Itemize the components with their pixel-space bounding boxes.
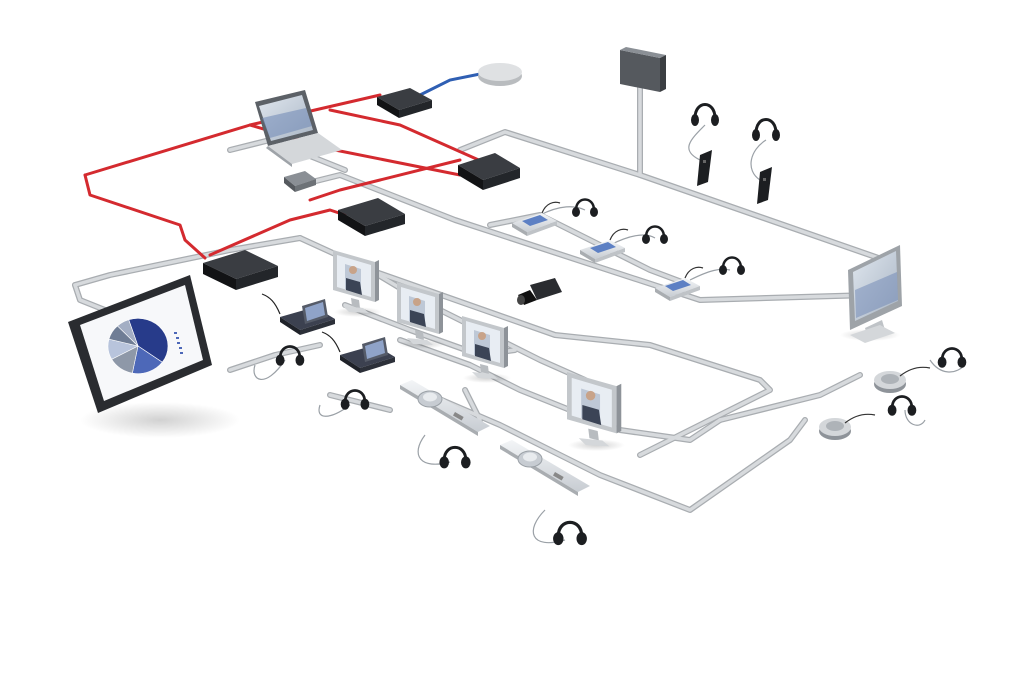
headphones-icon [572, 198, 598, 217]
interpreter-desk-icon [321, 331, 395, 373]
headphones-icon [719, 256, 745, 275]
headphones-icon [752, 118, 780, 141]
video-monitor-icon [567, 372, 625, 452]
delegate-unit-icon [512, 201, 561, 236]
discussion-units [819, 366, 931, 440]
laptop-icon [255, 90, 342, 167]
video-monitor-icon [840, 245, 902, 343]
headphones-icon [642, 225, 668, 244]
ceiling-projector-icon [620, 47, 666, 92]
chairman-unit-icon [400, 380, 490, 436]
network-switch-icon [284, 171, 316, 192]
discussion-unit-icon [819, 413, 876, 440]
headphones-icon [553, 520, 587, 546]
delegate-units [512, 201, 704, 301]
headphones-icon [275, 345, 305, 366]
video-monitor-icon [333, 250, 382, 317]
headphones-icon [887, 395, 917, 416]
video-monitors [333, 250, 625, 452]
audio-processor-icon [377, 88, 432, 118]
chairman-unit-icon [500, 440, 590, 496]
headphones-icon [691, 103, 719, 126]
headphone-set [275, 198, 967, 546]
delegate-unit-icon [655, 266, 704, 301]
video-monitor-icon [397, 282, 446, 349]
headphones-icon [937, 347, 967, 368]
headphones-icon [439, 445, 471, 469]
camera-dome-icon [478, 63, 522, 86]
pie-chart [107, 318, 169, 374]
audio-processor-icon [203, 250, 278, 290]
video-camera-icon [517, 278, 562, 305]
headphones-icon [340, 389, 370, 410]
audio-processor-icon [338, 198, 405, 236]
delegate-unit-icon [580, 228, 629, 263]
audio-processor-icon [458, 153, 520, 190]
video-monitor-icon [462, 316, 511, 383]
pie-slice [128, 318, 169, 363]
pie-slice [117, 319, 139, 347]
tablet-pie-chart-icon [68, 275, 240, 438]
interpreter-desks [261, 293, 395, 373]
blue-cable [418, 70, 492, 97]
chairman-units [400, 380, 590, 496]
discussion-unit-icon [874, 366, 931, 393]
interpreter-desk-icon [261, 293, 335, 335]
wireless-receiver-icon [697, 150, 712, 186]
gray-cable-network [72, 77, 893, 513]
wireless-receiver-icon [757, 167, 772, 204]
